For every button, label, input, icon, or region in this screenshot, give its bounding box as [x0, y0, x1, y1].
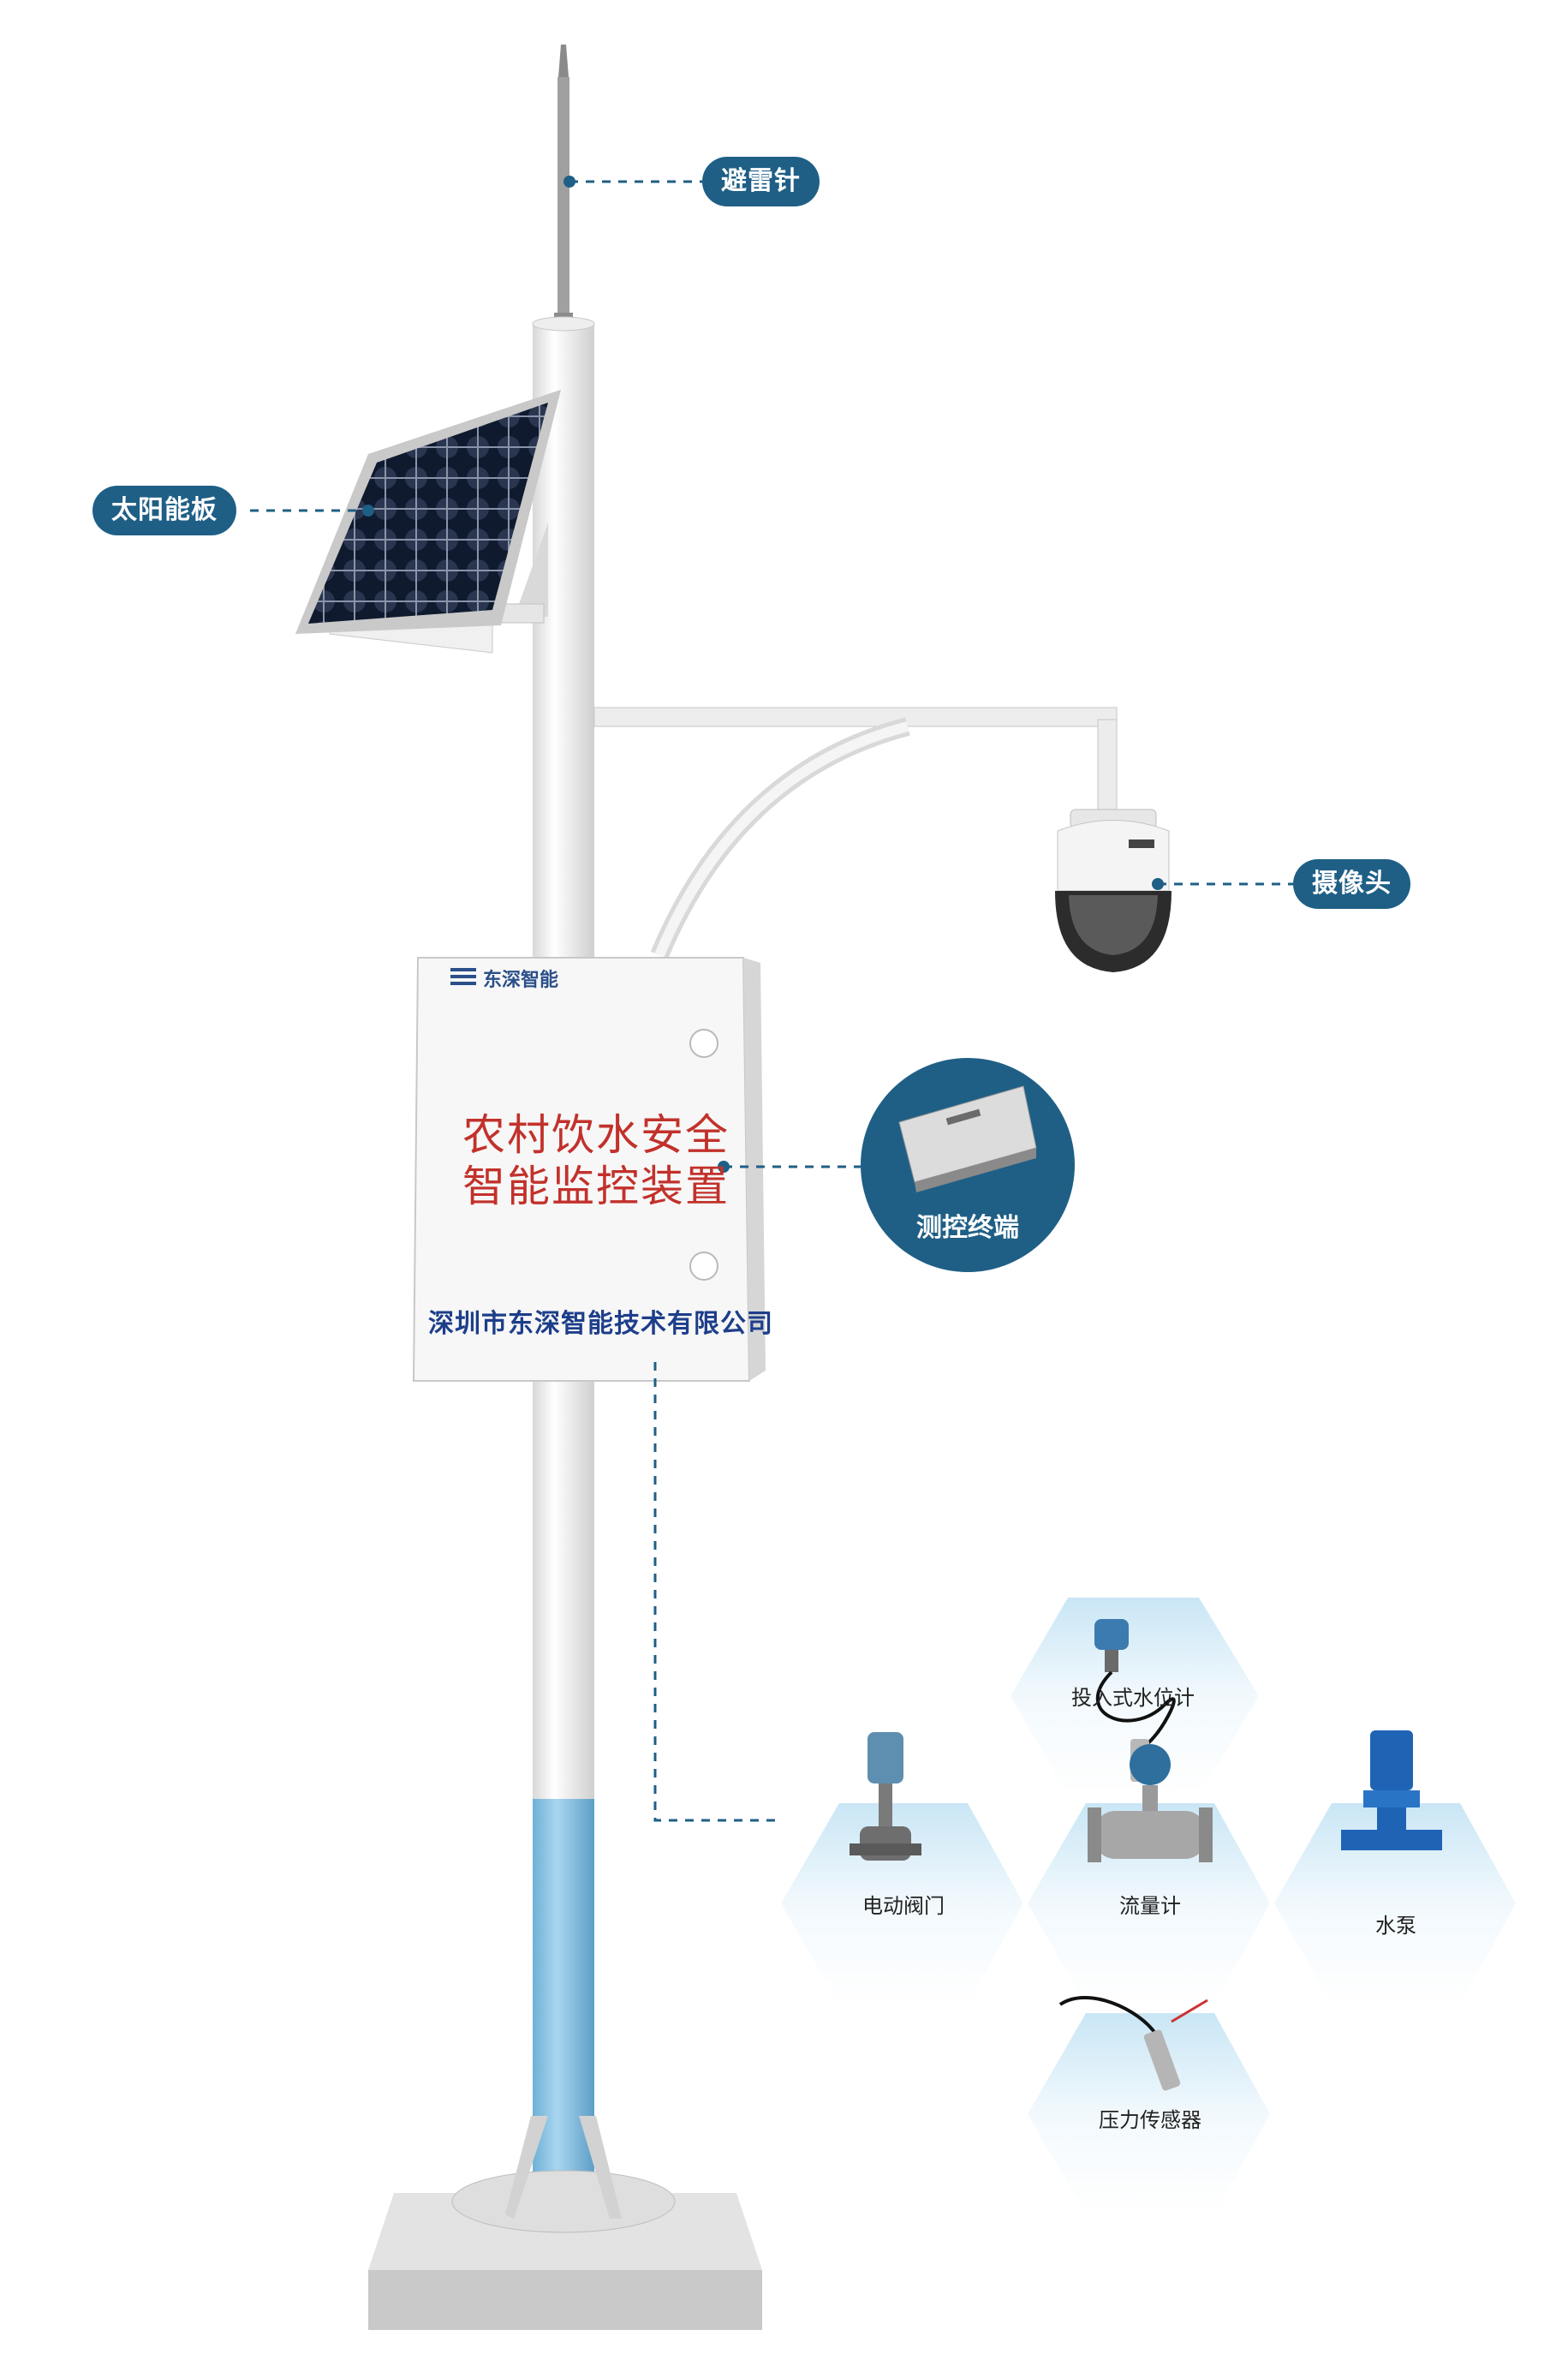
cabinet-dot: [718, 1161, 730, 1173]
pole-base: [368, 2116, 762, 2330]
lightning-rod-callout: 避雷针: [702, 157, 820, 206]
sensor-label-level-gauge: 投入式水位计: [1071, 1686, 1195, 1710]
cabinet-title-line2: 智能监控装置: [462, 1162, 730, 1211]
hex-electric-valve: [781, 1803, 1023, 2005]
hex-level-gauge: [1011, 1598, 1259, 1795]
sensor-label-pressure-sensor: 压力传感器: [1099, 2108, 1201, 2132]
hex-pressure-sensor: [1028, 2013, 1270, 2214]
terminal-callout: [861, 1058, 1075, 1272]
flowmeter-icon: [1088, 1744, 1213, 1862]
electric-valve-icon: [850, 1732, 921, 1861]
sensor-label-flowmeter: 流量计: [1119, 1894, 1181, 1918]
sensor-label-electric-valve: 电动阀门: [862, 1894, 945, 1918]
terminal-label: 测控终端: [916, 1213, 1019, 1243]
camera-callout: 摄像头: [1293, 859, 1410, 909]
pressure-sensor-icon: [1058, 1995, 1208, 2091]
hex-water-pump: [1274, 1803, 1516, 2005]
control-cabinet: [412, 957, 766, 1382]
solar-panel-dot: [362, 505, 374, 517]
camera: [1055, 809, 1172, 972]
brand-logo-icon: [450, 968, 476, 985]
solar-panel: [295, 390, 561, 654]
leader-lines: [250, 180, 1293, 1822]
cabinet-company: 深圳市东深智能技术有限公司: [428, 1309, 773, 1339]
cabinet-brand: 东深智能: [483, 970, 559, 991]
solar-panel-callout: 太阳能板: [92, 486, 236, 535]
cabinet-title-line1: 农村饮水安全: [462, 1110, 730, 1160]
camera-arm: [593, 707, 1118, 959]
water-pump-icon: [1341, 1730, 1442, 1850]
sensor-label-water-pump: 水泵: [1375, 1914, 1416, 1938]
camera-dot: [1152, 878, 1164, 890]
lightning-rod-dot: [563, 176, 575, 188]
